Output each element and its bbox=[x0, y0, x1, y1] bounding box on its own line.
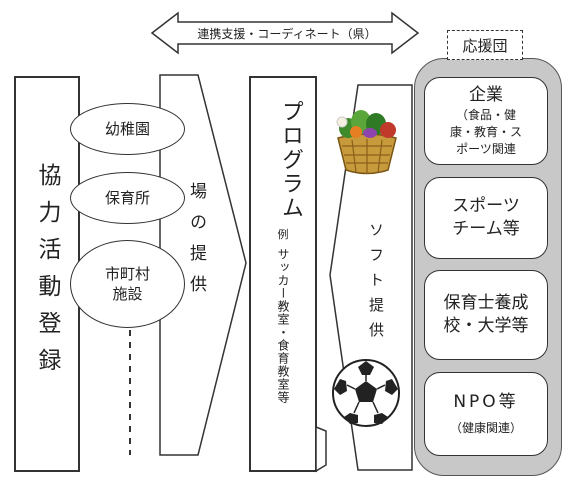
venue-label: 幼稚園 bbox=[104, 120, 150, 138]
top-double-arrow bbox=[150, 11, 420, 55]
program-box: プログラム 例 サッカー教室・食育教室等 bbox=[249, 76, 317, 472]
program-examples: サッカー教室・食育教室等 bbox=[276, 248, 290, 404]
venue-label-line: 市町村 bbox=[104, 265, 150, 283]
venue-municipal-facility: 市町村 施設 bbox=[70, 240, 185, 328]
venue-label-line: 施設 bbox=[112, 285, 143, 303]
card-main-line: 企業 bbox=[469, 85, 503, 105]
program-box-tab bbox=[315, 425, 327, 473]
venue-nursery: 保育所 bbox=[70, 172, 185, 224]
registration-label: 協力活動登録 bbox=[34, 163, 60, 385]
supporters-title: 応援団 bbox=[447, 30, 523, 60]
venue-kindergarten: 幼稚園 bbox=[70, 103, 185, 155]
card-sub-line: （健康関連） bbox=[449, 421, 522, 435]
venue-label: 保育所 bbox=[104, 189, 150, 207]
card-main-line: スポーツ bbox=[452, 196, 520, 216]
card-sub-line: （食品・健 bbox=[455, 108, 516, 122]
coordination-label: 連携支援・コーディネート（県） bbox=[197, 26, 377, 41]
card-sub-line: ポーツ関連 bbox=[456, 142, 516, 156]
soccer-ball-icon bbox=[332, 359, 400, 427]
supporter-card-schools: 保育士養成 校・大学等 bbox=[424, 270, 548, 360]
card-main-line: NPO等 bbox=[453, 392, 519, 412]
card-main-line: 校・大学等 bbox=[443, 316, 529, 336]
program-title: プログラム bbox=[278, 100, 303, 220]
card-main-line: 保育士養成 bbox=[443, 293, 529, 313]
place-provision-chevron bbox=[159, 74, 247, 456]
vegetable-basket-icon bbox=[336, 110, 397, 175]
supporter-card-npo: NPO等 （健康関連） bbox=[424, 372, 548, 456]
place-provision-label: 場の提供 bbox=[186, 182, 206, 306]
supporter-card-sports-teams: スポーツ チーム等 bbox=[424, 177, 548, 259]
card-main-line: チーム等 bbox=[452, 219, 520, 239]
example-mark: 例 bbox=[273, 224, 293, 244]
registration-box: 協力活動登録 bbox=[14, 76, 80, 472]
example-mark-text: 例 bbox=[277, 228, 289, 241]
soft-provision-label: ソフト提供 bbox=[367, 222, 385, 347]
supporter-card-companies: 企業 （食品・健 康・教育・ス ポーツ関連 bbox=[424, 77, 548, 165]
card-sub-line: 康・教育・ス bbox=[449, 125, 522, 139]
supporters-title-text: 応援団 bbox=[462, 36, 508, 55]
